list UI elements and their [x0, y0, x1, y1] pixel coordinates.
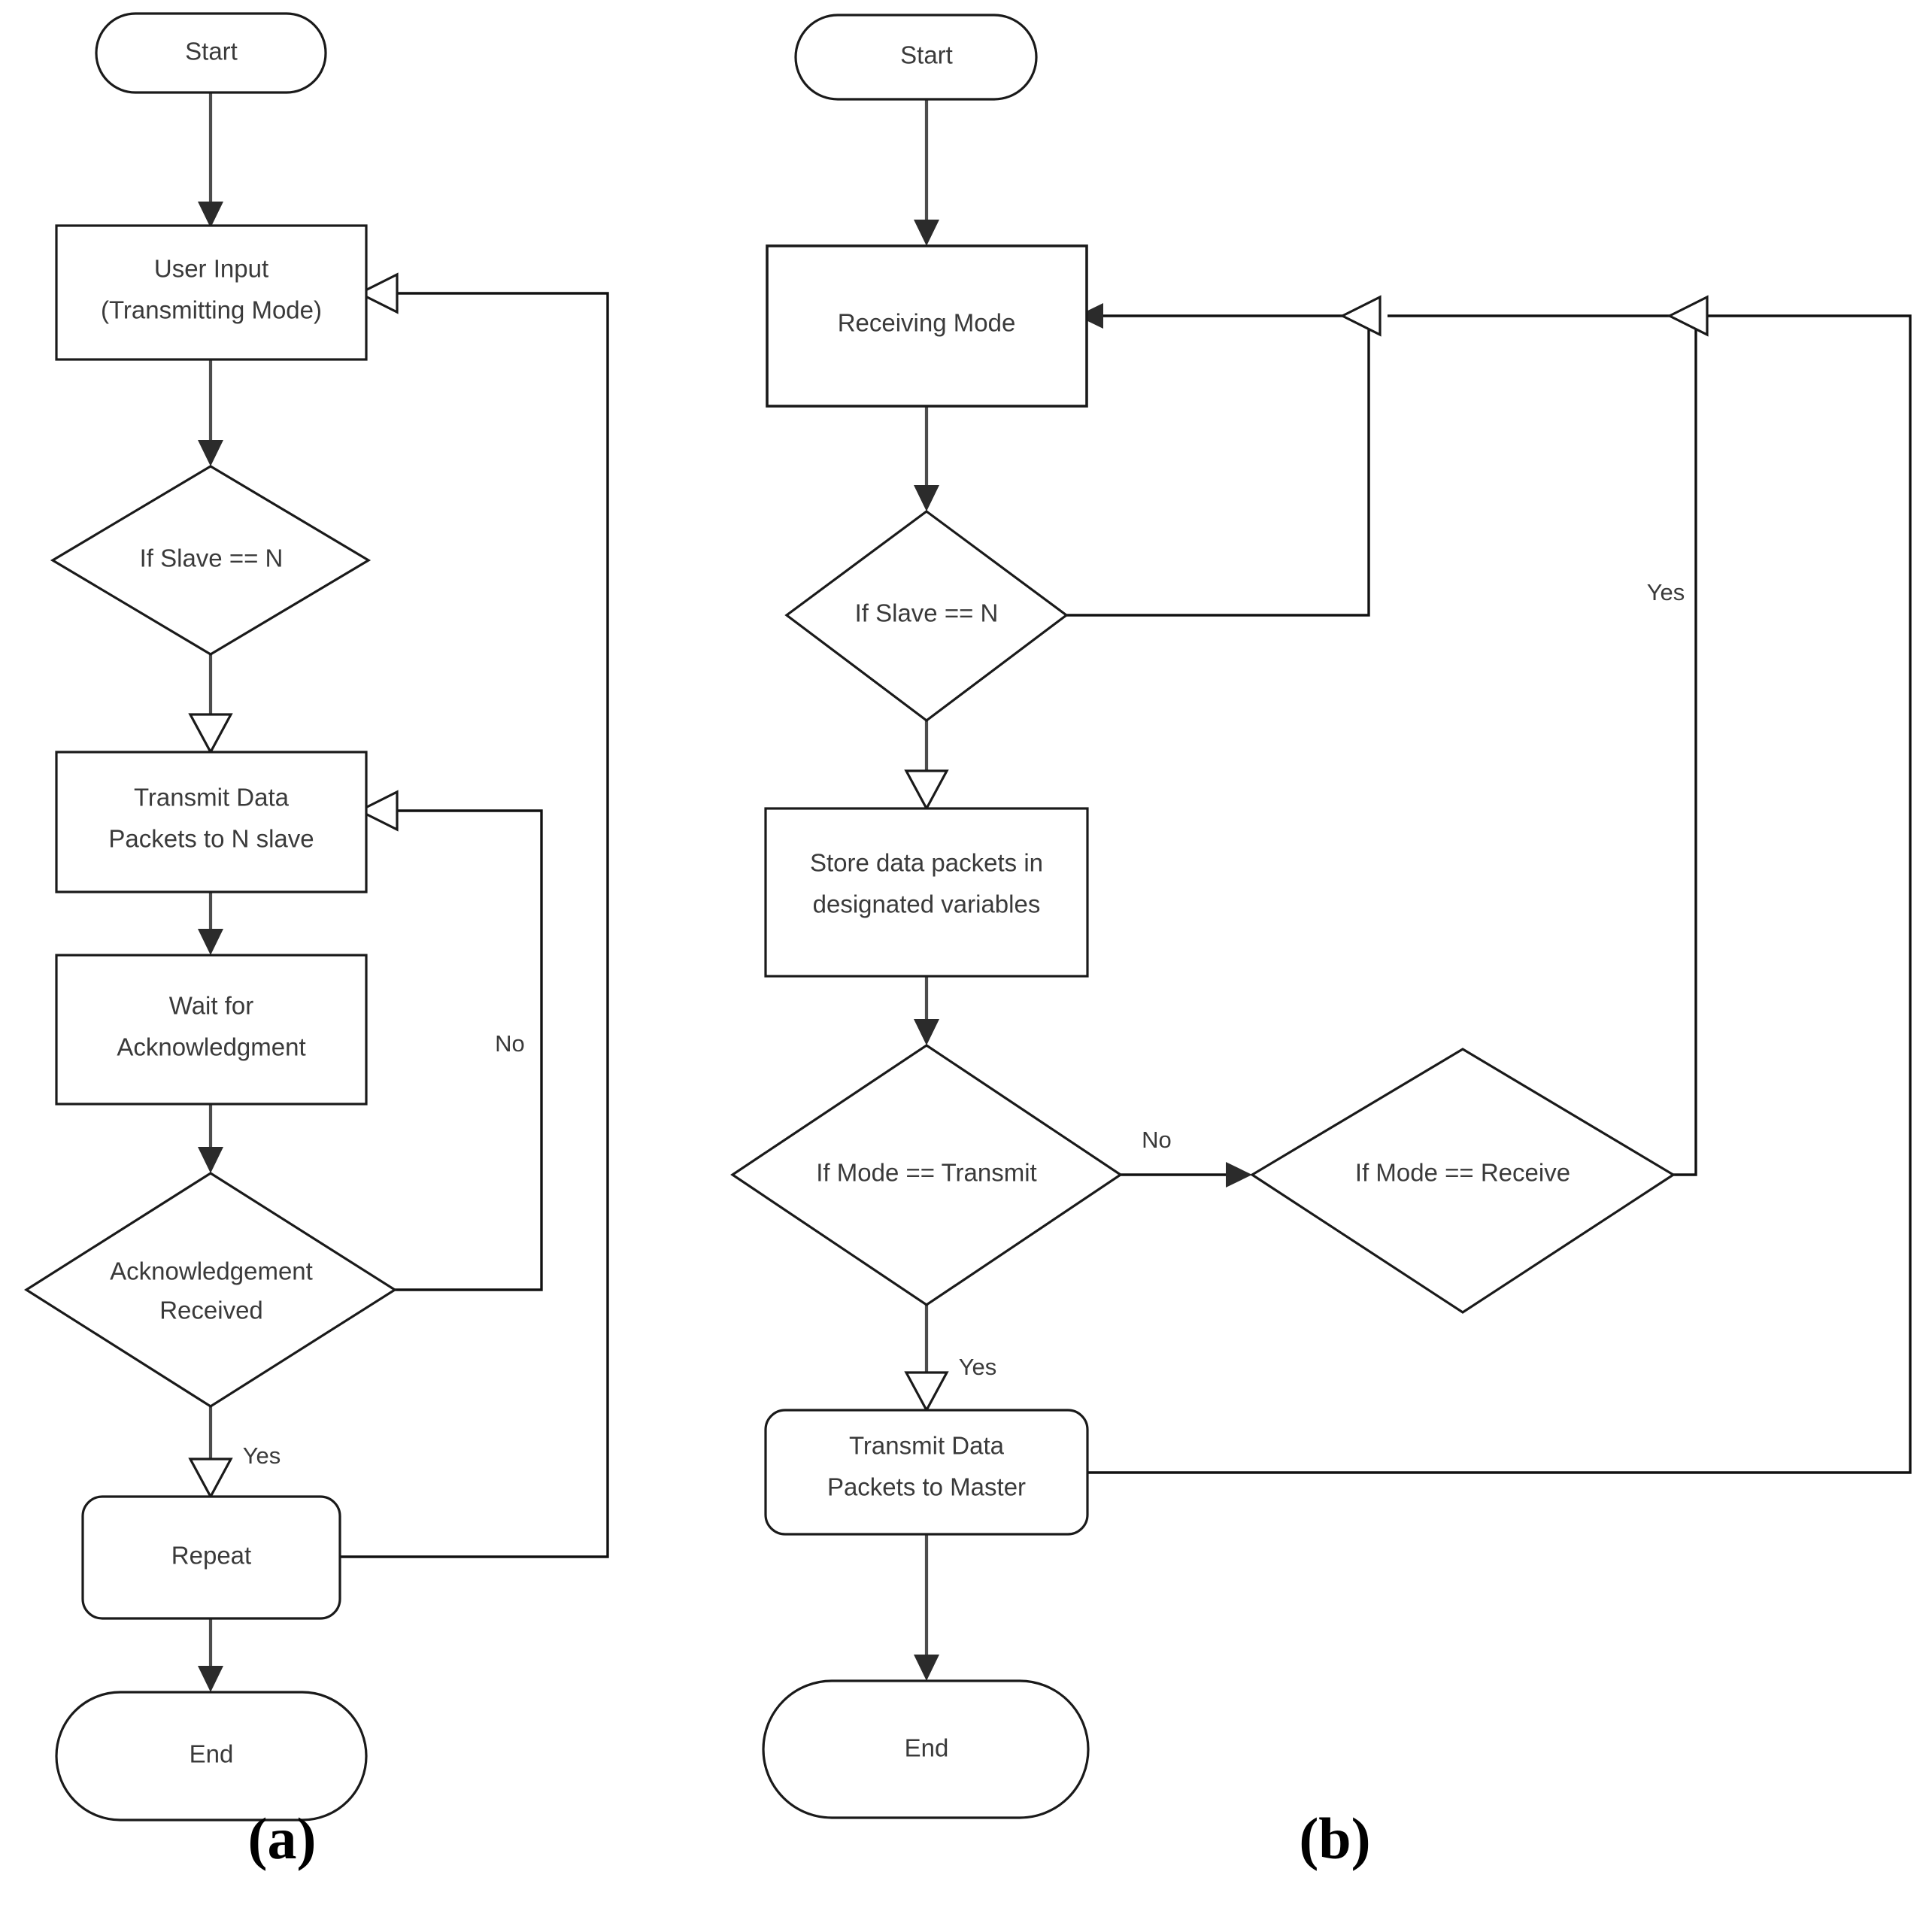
- node-a-user-input-line2: (Transmitting Mode): [101, 296, 322, 324]
- panel-a-connectors: [188, 92, 609, 1692]
- edge-a-repeat-loop: [340, 292, 609, 1558]
- node-b-start: Start: [794, 14, 1038, 101]
- node-b-transmit-to-master-line2: Packets to Master: [827, 1473, 1026, 1501]
- panel-a-caption: (a): [247, 1806, 317, 1871]
- edge-label-a-yes: Yes: [243, 1442, 281, 1469]
- node-a-wait-ack-line1: Wait for: [169, 992, 253, 1020]
- node-a-ack-received-line1: Acknowledgement: [110, 1257, 313, 1285]
- arrowhead-hollow: [1339, 295, 1382, 337]
- arrowhead-filled: [914, 485, 939, 511]
- arrowhead-filled: [914, 1019, 939, 1045]
- node-b-receiving-mode: Receiving Mode: [766, 244, 1088, 408]
- node-b-if-mode-transmit: If Mode == Transmit: [730, 1044, 1123, 1306]
- arrowhead-hollow: [356, 272, 399, 314]
- edge-a-ack-no-loop: [386, 809, 543, 1291]
- node-b-transmit-to-master-line1: Transmit Data: [849, 1432, 1005, 1460]
- arrowhead-filled: [198, 440, 223, 466]
- node-a-if-slave: If Slave == N: [50, 465, 372, 656]
- node-a-repeat: Repeat: [81, 1495, 341, 1620]
- node-a-user-input: User Input (Transmitting Mode): [55, 224, 368, 361]
- node-a-transmit-data-line1: Transmit Data: [134, 784, 290, 811]
- node-a-start: Start: [95, 12, 327, 94]
- node-b-end: End: [762, 1679, 1090, 1819]
- node-b-start-label: Start: [900, 41, 953, 69]
- node-a-transmit-data: Transmit Data Packets to N slave: [55, 751, 368, 893]
- node-a-end-label: End: [190, 1740, 234, 1768]
- arrowhead-filled: [1077, 303, 1103, 329]
- node-a-ack-received-line2: Received: [159, 1297, 263, 1324]
- node-b-if-mode-transmit-label: If Mode == Transmit: [816, 1159, 1036, 1187]
- node-b-transmit-to-master: Transmit Data Packets to Master: [764, 1409, 1089, 1536]
- panel-b-connectors: [904, 98, 1912, 1681]
- node-b-store-packets: Store data packets in designated variabl…: [764, 807, 1089, 978]
- node-b-if-mode-receive-label: If Mode == Receive: [1355, 1159, 1570, 1187]
- node-a-if-slave-label: If Slave == N: [140, 544, 284, 572]
- arrowhead-filled: [914, 220, 939, 246]
- edge-label-b-no: No: [1142, 1127, 1172, 1153]
- node-b-end-label: End: [905, 1734, 949, 1762]
- node-b-receiving-mode-label: Receiving Mode: [838, 309, 1016, 337]
- arrowhead-hollow: [1667, 295, 1709, 337]
- arrowhead-hollow: [904, 769, 949, 811]
- arrowhead-hollow: [188, 713, 233, 755]
- arrowhead-hollow: [356, 790, 399, 832]
- edge-b-moderx-yes-loop: [1388, 314, 1697, 1176]
- panel-a: Start User Input (Transmitting Mode) If …: [24, 12, 609, 1822]
- arrowhead-filled: [198, 929, 223, 955]
- node-a-repeat-label: Repeat: [171, 1542, 251, 1570]
- arrowhead-filled: [1226, 1162, 1252, 1188]
- edge-label-b-yes-down: Yes: [959, 1354, 997, 1380]
- node-a-end: End: [55, 1691, 368, 1822]
- arrowhead-filled: [198, 202, 223, 228]
- edge-label-a-no: No: [495, 1030, 525, 1057]
- node-b-store-packets-line2: designated variables: [813, 890, 1041, 918]
- arrowhead-hollow: [904, 1371, 949, 1413]
- panel-b-caption: (b): [1299, 1806, 1371, 1871]
- arrowhead-filled: [198, 1666, 223, 1692]
- node-a-wait-ack: Wait for Acknowledgment: [55, 954, 368, 1106]
- node-a-user-input-line1: User Input: [154, 255, 268, 283]
- node-a-transmit-data-line2: Packets to N slave: [108, 825, 314, 853]
- edge-label-b-yes-right: Yes: [1647, 579, 1685, 605]
- node-b-if-slave-label: If Slave == N: [855, 599, 999, 627]
- panel-b: Start Receiving Mode If Slave == N Store…: [730, 14, 1912, 1819]
- arrowhead-filled: [198, 1147, 223, 1173]
- node-a-ack-received: Acknowledgement Received: [24, 1172, 397, 1408]
- node-a-wait-ack-line2: Acknowledgment: [117, 1033, 305, 1061]
- node-b-store-packets-line1: Store data packets in: [810, 849, 1043, 877]
- edge-b-transmit-loop: [1086, 314, 1912, 1474]
- node-a-start-label: Start: [185, 38, 238, 65]
- arrowhead-filled: [914, 1655, 939, 1681]
- edge-b-slave-loop: [1066, 314, 1370, 617]
- node-b-if-slave: If Slave == N: [784, 510, 1069, 723]
- node-b-if-mode-receive: If Mode == Receive: [1249, 1048, 1676, 1314]
- arrowhead-hollow: [188, 1458, 233, 1500]
